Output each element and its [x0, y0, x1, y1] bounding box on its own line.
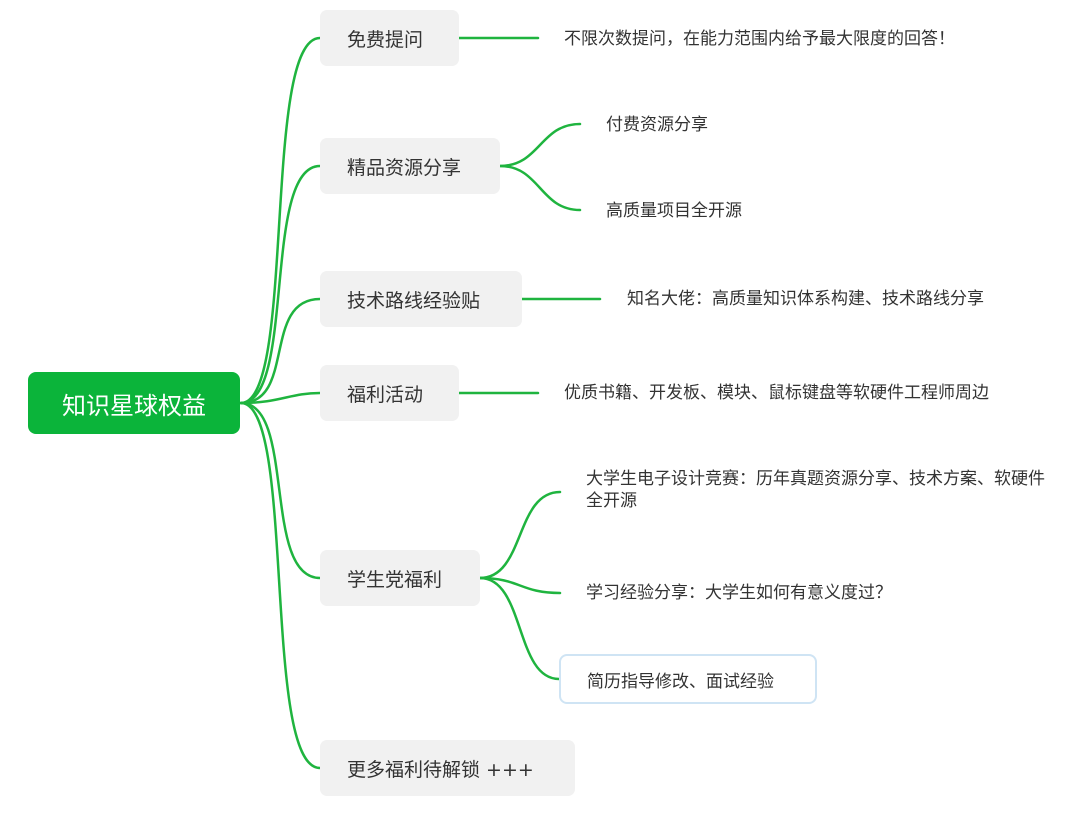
leaf-resume-guidance-label: 简历指导修改、面试经验	[587, 671, 774, 692]
connector-resource-leaf-1	[498, 122, 582, 168]
connector-resource-leaf-2	[498, 164, 582, 212]
branch-free-question[interactable]: 免费提问	[320, 10, 459, 66]
connector-root-to-resource-share	[239, 164, 322, 405]
leaf-resume-guidance[interactable]: 简历指导修改、面试经验	[559, 654, 817, 704]
connector-student-leaf-2	[478, 576, 562, 595]
branch-label: 福利活动	[347, 383, 424, 406]
branch-student[interactable]: 学生党福利	[320, 550, 480, 606]
leaf-paid-resources[interactable]: 付费资源分享	[606, 115, 708, 135]
branch-resource-share[interactable]: 精品资源分享	[320, 138, 500, 194]
connector-root-to-free-question	[239, 36, 322, 405]
root-node[interactable]: 知识星球权益	[28, 372, 240, 434]
branch-welfare[interactable]: 福利活动	[320, 365, 459, 421]
connector-root-to-tech-route	[239, 297, 322, 405]
branch-label: 学生党福利	[347, 568, 443, 591]
branch-more-benefits[interactable]: 更多福利待解锁 +++	[320, 740, 575, 796]
branch-label: 更多福利待解锁 +++	[347, 758, 534, 781]
connector-root-to-welfare	[239, 391, 322, 405]
connector-root-to-student	[239, 401, 322, 580]
root-node-label: 知识星球权益	[62, 391, 206, 420]
connector-student-leaf-1	[478, 490, 562, 580]
connector-student-leaf-3	[478, 576, 561, 681]
connector-root-to-more	[239, 401, 322, 770]
leaf-competition-resources[interactable]: 大学生电子设计竞赛：历年真题资源分享、技术方案、软硬件全开源	[586, 469, 1045, 511]
branch-tech-route[interactable]: 技术路线经验贴	[320, 271, 522, 327]
leaf-study-experience[interactable]: 学习经验分享：大学生如何有意义度过？	[586, 583, 892, 603]
branch-label: 精品资源分享	[347, 156, 462, 179]
leaf-open-source-projects[interactable]: 高质量项目全开源	[606, 201, 742, 221]
branch-label: 免费提问	[347, 28, 424, 51]
leaf-merchandise[interactable]: 优质书籍、开发板、模块、鼠标键盘等软硬件工程师周边	[564, 383, 989, 403]
leaf-expert-knowledge[interactable]: 知名大佬：高质量知识体系构建、技术路线分享	[627, 289, 984, 309]
branch-label: 技术路线经验贴	[347, 289, 481, 312]
leaf-unlimited-questions[interactable]: 不限次数提问，在能力范围内给予最大限度的回答！	[564, 29, 955, 49]
